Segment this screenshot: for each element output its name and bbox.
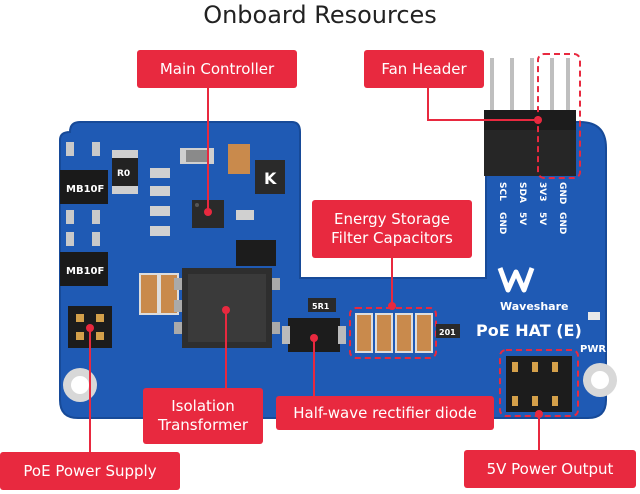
rectifier-diode-label: Half-wave rectifier diode	[276, 396, 494, 430]
connector-rectifier-diode	[310, 334, 318, 398]
r201-label: 201	[439, 328, 456, 337]
svg-text:5V: 5V	[537, 212, 547, 225]
rectifier-diode-component: 5R1	[282, 298, 346, 352]
resistor-201: 201	[436, 324, 460, 338]
pwr-label: PWR	[580, 344, 606, 355]
bridge-rectifier-chip-top: MB10F	[60, 142, 108, 224]
power-output-header	[499, 349, 579, 417]
connector-main-controller	[204, 88, 212, 216]
main-controller-label: Main Controller	[137, 50, 297, 88]
mounting-hole-left	[63, 368, 97, 402]
connector-power-output	[535, 410, 543, 452]
svg-text:K: K	[264, 169, 277, 188]
waveshare-logo: Waveshare	[497, 267, 568, 313]
chip-label-bottom: MB10F	[66, 266, 104, 277]
svg-text:GND: GND	[557, 212, 567, 234]
connector-energy-storage	[388, 258, 396, 310]
pin-labels-left: SCL SDA 3V3 GND	[497, 182, 567, 204]
brand-label: Waveshare	[500, 300, 568, 313]
svg-text:GND: GND	[497, 212, 507, 234]
connector-poe-power-supply	[86, 324, 94, 456]
isolation-transformer-label: Isolation Transformer	[143, 388, 263, 444]
model-label: PoE HAT (E)	[476, 321, 582, 340]
mounting-hole-right	[583, 363, 617, 397]
power-output-label: 5V Power Output	[464, 450, 636, 488]
small-diode-component: R0	[112, 150, 138, 194]
chip-label-top: MB10F	[66, 184, 104, 195]
svg-text:SCL: SCL	[497, 182, 507, 201]
svg-text:GND: GND	[557, 182, 567, 204]
smd-components-top: K	[150, 144, 285, 266]
svg-text:3V3: 3V3	[537, 182, 547, 202]
connector-isolation-transformer	[222, 306, 230, 388]
bridge-rectifier-chip-bottom: MB10F	[60, 232, 108, 286]
fan-header-label: Fan Header	[364, 50, 484, 88]
small-component-label: R0	[117, 169, 130, 179]
diagram-title: Onboard Resources	[203, 1, 437, 29]
tan-capacitors-left	[139, 273, 179, 315]
svg-text:SDA: SDA	[517, 182, 527, 203]
sr1-label: 5R1	[312, 302, 330, 311]
poe-power-supply-label: PoE Power Supply	[0, 452, 180, 490]
pwr-led: PWR	[580, 312, 606, 355]
gpio-pin-header-top	[484, 53, 581, 179]
energy-storage-label: Energy Storage Filter Capacitors	[312, 200, 472, 258]
pin-labels-right: GND 5V 5V GND	[497, 212, 567, 234]
svg-text:5V: 5V	[517, 212, 527, 225]
energy-storage-capacitors	[349, 307, 437, 359]
